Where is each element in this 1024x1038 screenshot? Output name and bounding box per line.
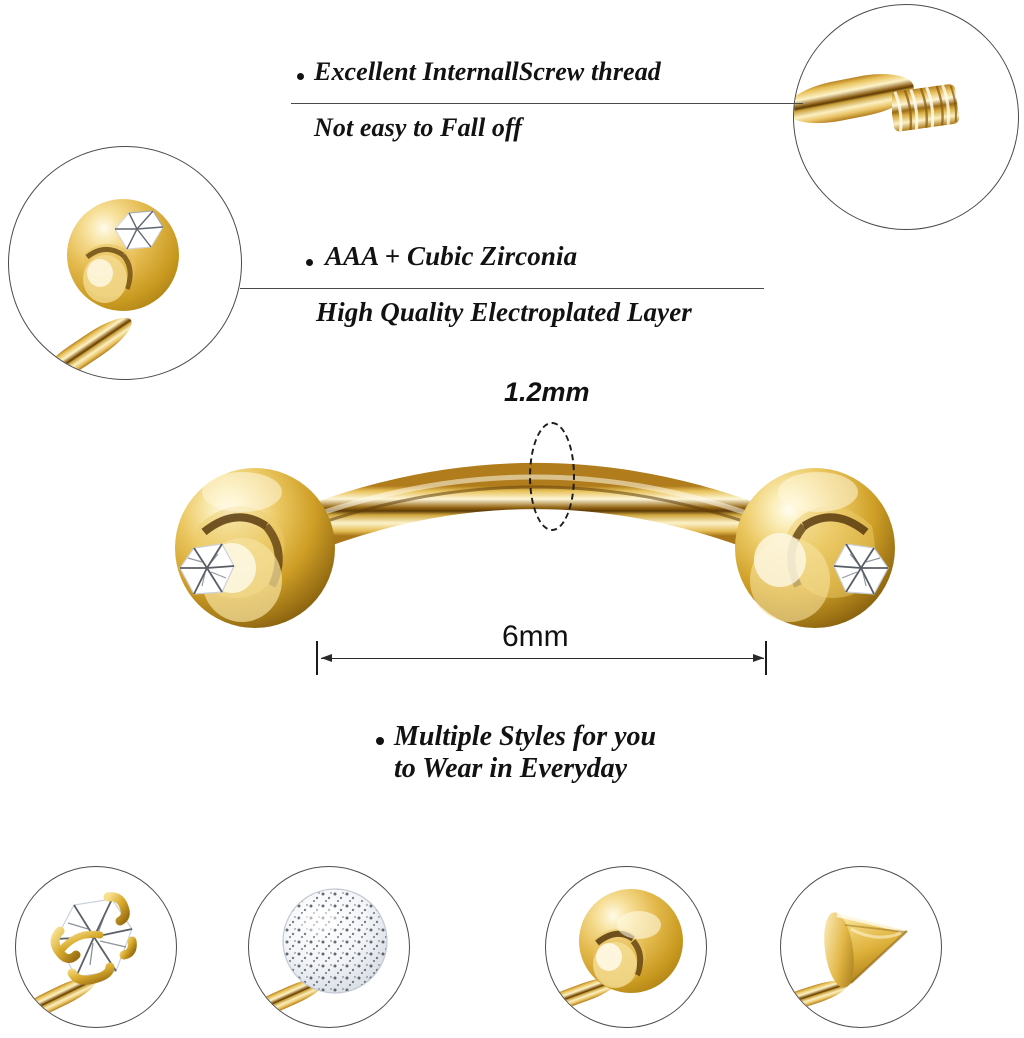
right-cz-gem bbox=[833, 543, 889, 595]
multiple-styles-line-1: Multiple Styles for you bbox=[394, 721, 657, 752]
dim-tick-left bbox=[316, 641, 318, 675]
multiple-styles-bullet bbox=[376, 737, 384, 745]
feature-2-bullet bbox=[306, 259, 313, 266]
left-cz-gem bbox=[179, 543, 235, 595]
style-option-plain-ball bbox=[545, 866, 707, 1028]
cone-spike-icon bbox=[824, 912, 908, 988]
gauge-label: 1.2mm bbox=[504, 377, 590, 407]
dim-tick-right bbox=[765, 641, 767, 675]
callout-thread-detail bbox=[793, 4, 1019, 230]
callout-gem-ball-detail bbox=[8, 146, 242, 380]
feature-2-rule bbox=[240, 288, 764, 289]
callout-bar-stub bbox=[32, 309, 139, 379]
multiple-styles-line-2: to Wear in Everyday bbox=[394, 753, 628, 784]
style-option-disco-ball bbox=[248, 866, 410, 1028]
feature-1-rule bbox=[291, 103, 803, 104]
dim-arrow-left bbox=[321, 654, 332, 662]
dim-arrow-right bbox=[753, 654, 764, 662]
feature-1-line-1: Excellent InternallScrew thread bbox=[314, 57, 661, 86]
style-option-spike-cone bbox=[780, 866, 942, 1028]
curved-barbell-graphic bbox=[175, 463, 895, 628]
plain-gold-ball bbox=[579, 889, 683, 993]
gauge-indicator-ellipse bbox=[529, 422, 575, 531]
length-label: 6mm bbox=[502, 620, 569, 653]
feature-1-line-2: Not easy to Fall off bbox=[314, 113, 523, 142]
feature-2-line-1: AAA + Cubic Zirconia bbox=[325, 241, 578, 271]
callout-cz-gem-icon bbox=[114, 210, 164, 250]
style-option-prong-cz bbox=[15, 866, 177, 1028]
dim-line bbox=[321, 658, 764, 659]
screw-thread-icon bbox=[892, 84, 960, 132]
feature-2-line-2: High Quality Electroplated Layer bbox=[316, 297, 692, 327]
callout-gold-ball bbox=[67, 199, 179, 311]
feature-1-bullet bbox=[297, 73, 304, 80]
